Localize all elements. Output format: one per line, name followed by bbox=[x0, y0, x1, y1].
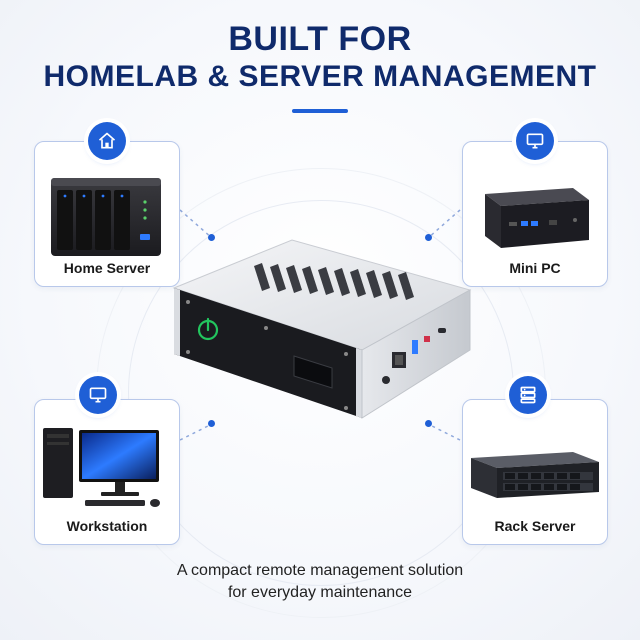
page-title-line1: BUILT FOR bbox=[228, 20, 412, 58]
monitor-icon bbox=[516, 122, 554, 160]
card-label: Rack Server bbox=[494, 518, 576, 534]
caption-line1: A compact remote management solution bbox=[176, 562, 464, 579]
caption-line2: for everyday maintenance bbox=[227, 584, 413, 601]
workstation-image bbox=[43, 428, 160, 507]
connector-dot bbox=[425, 234, 432, 241]
server-rack-icon bbox=[509, 376, 547, 414]
nas-device-image bbox=[51, 178, 161, 256]
title-underline bbox=[292, 109, 348, 113]
connector-dot bbox=[425, 420, 432, 427]
connector-dot bbox=[208, 420, 215, 427]
connector-dot bbox=[208, 234, 215, 241]
card-label: Workstation bbox=[66, 518, 148, 534]
home-icon bbox=[88, 122, 126, 160]
card-workstation: Workstation bbox=[34, 399, 180, 545]
mini-pc-image bbox=[485, 188, 589, 248]
kvm-device-image bbox=[172, 239, 472, 419]
monitor-icon bbox=[79, 376, 117, 414]
card-rack-server: Rack Server bbox=[462, 399, 608, 545]
card-label: Home Server bbox=[63, 260, 151, 276]
card-mini-pc: Mini PC bbox=[462, 141, 608, 287]
card-home-server: Home Server bbox=[34, 141, 180, 287]
card-label: Mini PC bbox=[509, 260, 561, 276]
rack-server-image bbox=[471, 452, 599, 498]
page-title-line2: HOMELAB & SERVER MANAGEMENT bbox=[43, 60, 597, 93]
